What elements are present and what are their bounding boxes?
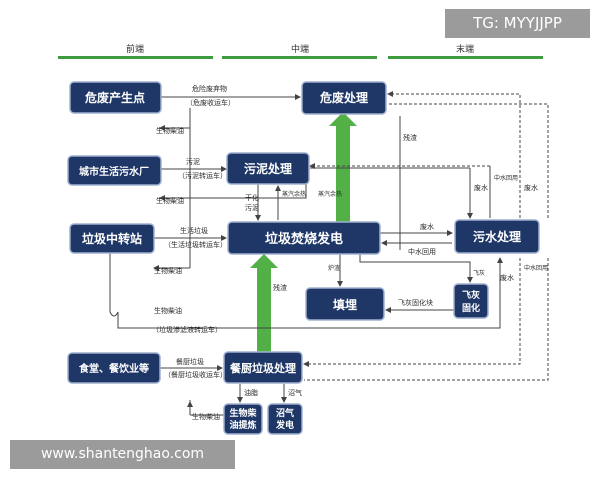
flow-wastewater-hazard xyxy=(388,103,549,218)
header-middle: 中端 xyxy=(291,43,309,55)
svg-text:危废处理: 危废处理 xyxy=(319,90,368,105)
node-transfer-station: 垃圾中转站 xyxy=(69,223,155,254)
header-bar-end xyxy=(388,56,543,59)
node-biogas-power: 沼气 发电 xyxy=(267,403,303,435)
label-bio-diesel-3: 生物柴油 xyxy=(154,266,182,275)
flow-reclaimed-hazard xyxy=(387,91,521,218)
label-steam-heat-2: 蒸汽余热 xyxy=(318,190,342,198)
svg-text:食堂、餐饮业等: 食堂、餐饮业等 xyxy=(78,362,149,375)
label-biogas: 沼气 xyxy=(288,388,302,397)
label-steam-heat: 蒸汽余热 xyxy=(282,190,306,198)
node-hazard-treatment: 危废处理 xyxy=(301,81,387,115)
label-residue-2: 残渣 xyxy=(273,283,287,292)
svg-text:生物柴: 生物柴 xyxy=(229,407,257,419)
label-reclaimed-3: 中水回用 xyxy=(524,264,548,272)
green-flow-incineration-to-hazard xyxy=(336,124,350,222)
label-kitchen-vehicle: （餐厨垃圾收运车） xyxy=(164,370,227,379)
green-arrowhead-up-incineration xyxy=(250,254,278,268)
label-reclaimed-2: 中水回用 xyxy=(494,174,518,182)
label-bio-diesel-1: 生物柴油 xyxy=(156,126,184,135)
svg-text:餐厨垃圾处理: 餐厨垃圾处理 xyxy=(229,361,296,375)
svg-text:沼气: 沼气 xyxy=(276,407,294,419)
node-wastewater: 污水处理 xyxy=(454,219,540,254)
header-bar-middle xyxy=(222,56,377,59)
flow-fly-ash xyxy=(359,254,473,283)
watermark-bottom: www.shantenghao.com xyxy=(10,440,235,469)
label-residue: 残渣 xyxy=(403,133,417,142)
label-bio-diesel-5: 生物柴油 xyxy=(192,412,220,421)
label-fly-ash-block: 飞灰固化块 xyxy=(398,298,433,307)
node-landfill: 填埋 xyxy=(305,287,385,321)
label-bio-diesel-4: 生物柴油 xyxy=(154,306,182,315)
flow-wastewater-kitchen xyxy=(303,258,521,367)
green-flow-kitchen-to-incineration xyxy=(257,268,271,352)
node-incineration: 垃圾焚烧发电 xyxy=(227,221,381,255)
svg-text:危废产生点: 危废产生点 xyxy=(84,90,145,105)
svg-text:污泥处理: 污泥处理 xyxy=(244,161,292,176)
svg-text:固化: 固化 xyxy=(462,302,480,314)
node-sewage-plant: 城市生活污水厂 xyxy=(67,155,162,186)
label-hazard-waste: 危险废弃物 xyxy=(192,84,227,93)
label-sludge-vehicle: （污泥转运车） xyxy=(178,171,227,180)
node-canteen: 食堂、餐饮业等 xyxy=(67,352,161,384)
svg-text:城市生活污水厂: 城市生活污水厂 xyxy=(79,165,149,178)
label-domestic-vehicle: （生活垃圾转运车） xyxy=(164,240,227,249)
label-domestic-waste: 生活垃圾 xyxy=(180,226,208,235)
svg-text:飞灰: 飞灰 xyxy=(462,289,480,301)
svg-text:填埋: 填埋 xyxy=(333,297,357,312)
flow-leachate xyxy=(109,252,503,329)
header-bar-front xyxy=(58,56,213,59)
label-oil-fat: 油脂 xyxy=(244,388,258,397)
node-sludge-treatment: 污泥处理 xyxy=(226,152,310,185)
label-sludge: 污泥 xyxy=(186,158,200,166)
svg-text:垃圾焚烧发电: 垃圾焚烧发电 xyxy=(265,231,343,247)
flow-reclaimed-kitchen xyxy=(304,258,549,381)
label-wastewater-2: 废水 xyxy=(474,183,488,192)
node-kitchen-waste: 餐厨垃圾处理 xyxy=(223,351,303,384)
label-hazard-vehicle: （危废收运车） xyxy=(186,98,235,107)
header-end: 末端 xyxy=(456,43,474,55)
label-reclaimed-1: 中水回用 xyxy=(408,247,436,256)
label-wastewater-1: 废水 xyxy=(420,222,434,231)
label-furnace-residue: 炉渣 xyxy=(328,264,340,272)
flow-bio-diesel-1 xyxy=(189,108,307,199)
label-dry-sludge-2: 污泥 xyxy=(245,204,259,212)
green-arrowhead-up-hazard xyxy=(329,112,357,126)
label-leachate-vehicle: （垃圾渗滤液转运车） xyxy=(152,325,222,334)
svg-text:油提炼: 油提炼 xyxy=(229,419,256,431)
label-dry-sludge-1: 干化 xyxy=(245,193,259,202)
svg-text:污水处理: 污水处理 xyxy=(473,229,521,244)
label-bio-diesel-2: 生物柴油 xyxy=(156,196,184,205)
svg-text:垃圾中转站: 垃圾中转站 xyxy=(82,231,142,246)
node-biodiesel: 生物柴 油提炼 xyxy=(223,403,263,435)
node-hazard-source: 危废产生点 xyxy=(69,81,162,114)
label-wastewater-4: 废水 xyxy=(500,273,514,282)
watermark-top: TG: MYYJJPP xyxy=(445,9,590,38)
svg-text:发电: 发电 xyxy=(275,419,294,431)
label-fly-ash: 飞灰 xyxy=(473,269,485,277)
label-wastewater-3: 废水 xyxy=(524,183,538,192)
label-kitchen: 餐厨垃圾 xyxy=(176,357,204,366)
header-front: 前端 xyxy=(126,43,144,55)
node-fly-ash-solidify: 飞灰 固化 xyxy=(453,283,489,319)
